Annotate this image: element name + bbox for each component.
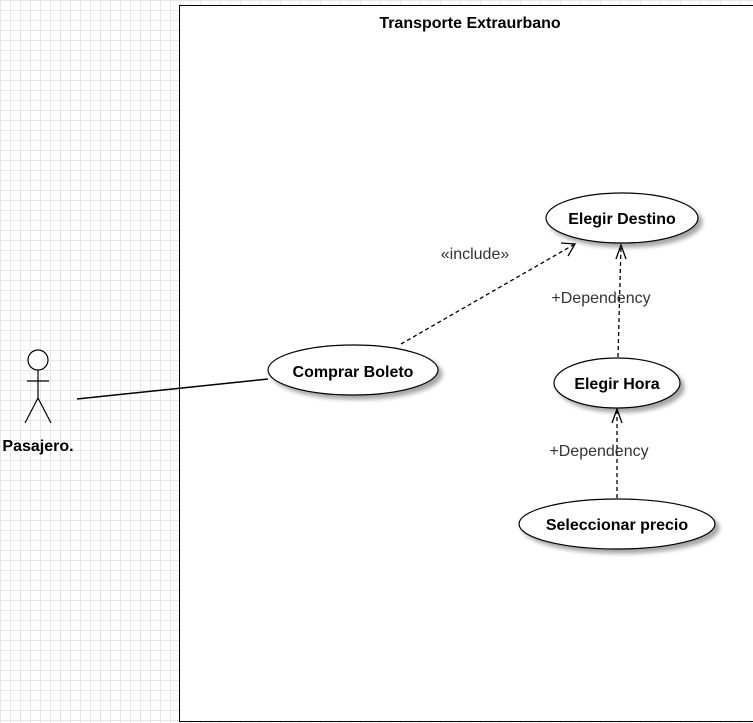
use-case-label: Elegir Destino — [568, 211, 676, 228]
include-relation[interactable] — [400, 242, 577, 345]
use-case-seleccionar-precio[interactable]: Seleccionar precio — [518, 498, 716, 550]
dependency-line-1 — [617, 244, 622, 358]
dependency-relation-2[interactable] — [611, 407, 623, 498]
actor-leg-right — [37, 397, 52, 424]
actor-leg-left — [24, 397, 39, 424]
use-case-ellipse — [267, 344, 439, 396]
dependency-arrowhead-1 — [615, 243, 627, 260]
use-case-elegir-hora[interactable]: Elegir Hora — [553, 357, 681, 409]
system-boundary[interactable]: Transporte Extraurbano — [179, 5, 753, 722]
system-title: Transporte Extraurbano — [379, 15, 561, 32]
use-case-elegir-destino[interactable]: Elegir Destino — [545, 192, 699, 244]
association-line[interactable] — [76, 378, 269, 400]
include-line — [400, 243, 576, 345]
actor-head — [27, 349, 49, 371]
system-boundary-box — [179, 5, 753, 722]
dependency-relation-1[interactable] — [615, 243, 627, 358]
dependency-label-1: +Dependency — [551, 290, 650, 307]
dependency-label-2: +Dependency — [549, 443, 648, 460]
use-case-ellipse — [553, 357, 681, 409]
actor-pasajero[interactable] — [24, 349, 52, 424]
dependency-arrowhead-2 — [611, 407, 623, 424]
include-label: «include» — [441, 246, 510, 263]
use-case-ellipse — [518, 498, 716, 550]
include-arrowhead — [560, 242, 577, 257]
use-case-label: Comprar Boleto — [293, 364, 414, 381]
use-case-label: Seleccionar precio — [546, 517, 689, 534]
use-case-comprar-boleto[interactable]: Comprar Boleto — [267, 344, 439, 396]
actor-label: Pasajero. — [2, 438, 73, 455]
use-case-label: Elegir Hora — [574, 376, 659, 393]
use-case-ellipse — [545, 192, 699, 244]
